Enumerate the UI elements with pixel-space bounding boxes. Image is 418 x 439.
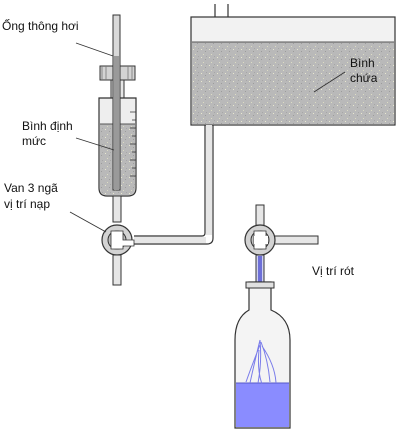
- label-measuring-flask-line2: mức: [22, 134, 46, 148]
- label-valve-fill-line2: vị trí nạp: [4, 197, 50, 211]
- label-vent-tube: Ống thông hơi: [2, 18, 79, 33]
- label-reservoir-line2: chứa: [350, 71, 378, 85]
- label-reservoir-line1: Bình: [350, 56, 375, 70]
- label-measuring-flask-line1: Bình định: [22, 119, 73, 133]
- vent-tube: [112, 14, 121, 191]
- bottle: [234, 281, 291, 429]
- reservoir: [134, 4, 396, 245]
- label-valve-fill-line1: Van 3 ngã: [4, 181, 58, 195]
- three-way-valve-pour: [244, 204, 319, 256]
- leader-lines: [69, 42, 346, 233]
- label-pour-position: Vị trí rót: [312, 264, 355, 278]
- three-way-valve-fill: [101, 224, 135, 286]
